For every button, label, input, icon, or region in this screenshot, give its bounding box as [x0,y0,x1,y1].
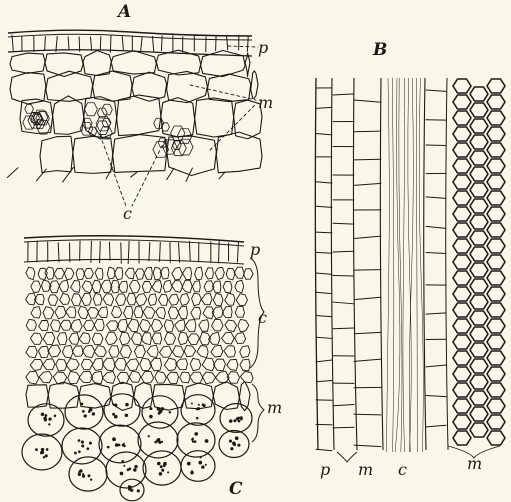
panel-b-c-label: c [398,462,407,478]
panel-c-drawing [22,236,264,501]
panel-a-c-label: c [123,206,132,222]
panel-b-label: B [373,42,387,59]
panel-c-p-label: p [250,242,260,258]
panel-a-m-label: m [258,95,273,111]
panel-a-drawing [7,30,262,206]
panel-c-c-label: c [258,310,267,326]
panel-c-label: C [229,481,243,498]
panel-b-p-label: p [320,462,330,478]
panel-a-p-label: p [258,40,268,56]
panel-a-label: A [118,4,131,21]
panel-b-m-outer-label: m [467,456,482,472]
panel-c-m-label: m [267,400,282,416]
panel-b-m-inner-label: m [358,462,373,478]
panel-b-drawing [315,78,505,462]
